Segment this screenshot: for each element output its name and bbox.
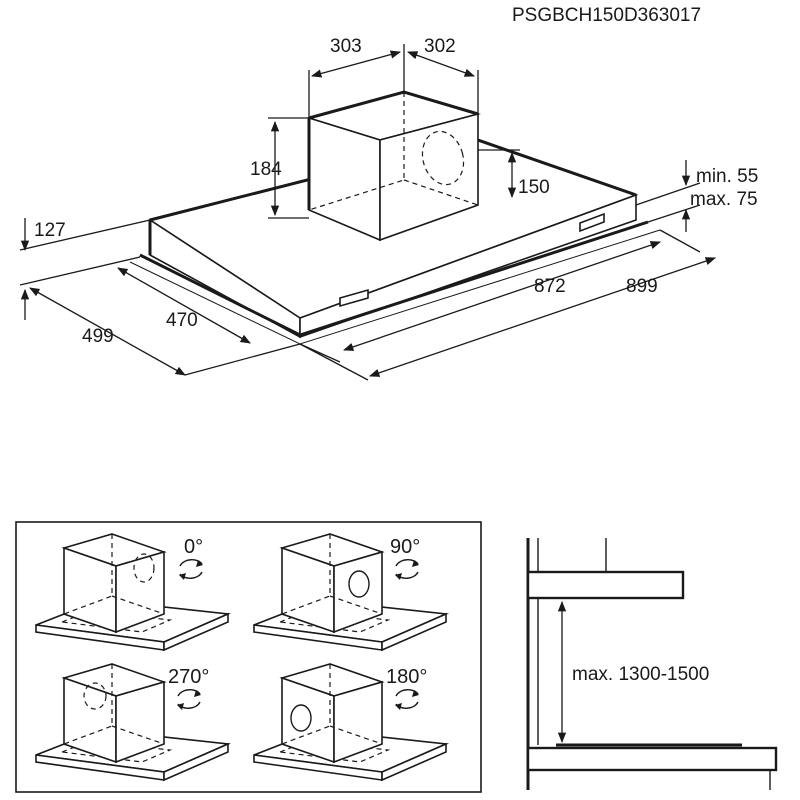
outlet-circle — [421, 130, 465, 186]
installation-diagram: max. 1300-1500 — [526, 538, 778, 790]
hood-diagram: 303 302 184 150 127 min. 55 max. 75 470 … — [19, 36, 758, 381]
dim-width-outer: 899 — [626, 276, 658, 297]
rotate-icon — [394, 689, 420, 711]
orientation-label: 270° — [168, 666, 209, 688]
orientation-180-deg: 180° — [253, 663, 450, 782]
dim-outlet-height: 150 — [518, 177, 550, 198]
dim-depth-inner: 470 — [166, 310, 198, 331]
orientation-0-deg: 0° — [35, 533, 232, 652]
dim-chimney-width: 303 — [330, 36, 362, 57]
hood-side — [526, 570, 685, 600]
rotate-icon — [394, 559, 420, 581]
rotate-icon — [178, 559, 204, 581]
dim-hood-height: 127 — [34, 220, 66, 241]
dim-chimney-height: 184 — [250, 159, 282, 180]
orientation-270-deg: 270° — [35, 663, 232, 782]
dim-depth-outer: 499 — [82, 326, 114, 347]
orientation-label: 180° — [386, 666, 427, 688]
dim-clearance-max: max. 75 — [690, 189, 758, 210]
orientation-90-deg: 90° — [253, 533, 450, 652]
side-handle — [579, 212, 605, 233]
dim-width-inner: 872 — [534, 276, 566, 297]
orientation-panel — [15, 521, 482, 793]
orientation-label: 0° — [184, 536, 203, 558]
orientation-label: 90° — [390, 536, 420, 558]
rotate-icon — [176, 689, 202, 711]
product-code: PSGBCH150D363017 — [512, 5, 701, 26]
cooktop-side — [526, 746, 778, 772]
dim-clearance-min: min. 55 — [696, 166, 758, 187]
dim-chimney-depth: 302 — [424, 36, 456, 57]
installation-height: max. 1300-1500 — [572, 664, 709, 685]
